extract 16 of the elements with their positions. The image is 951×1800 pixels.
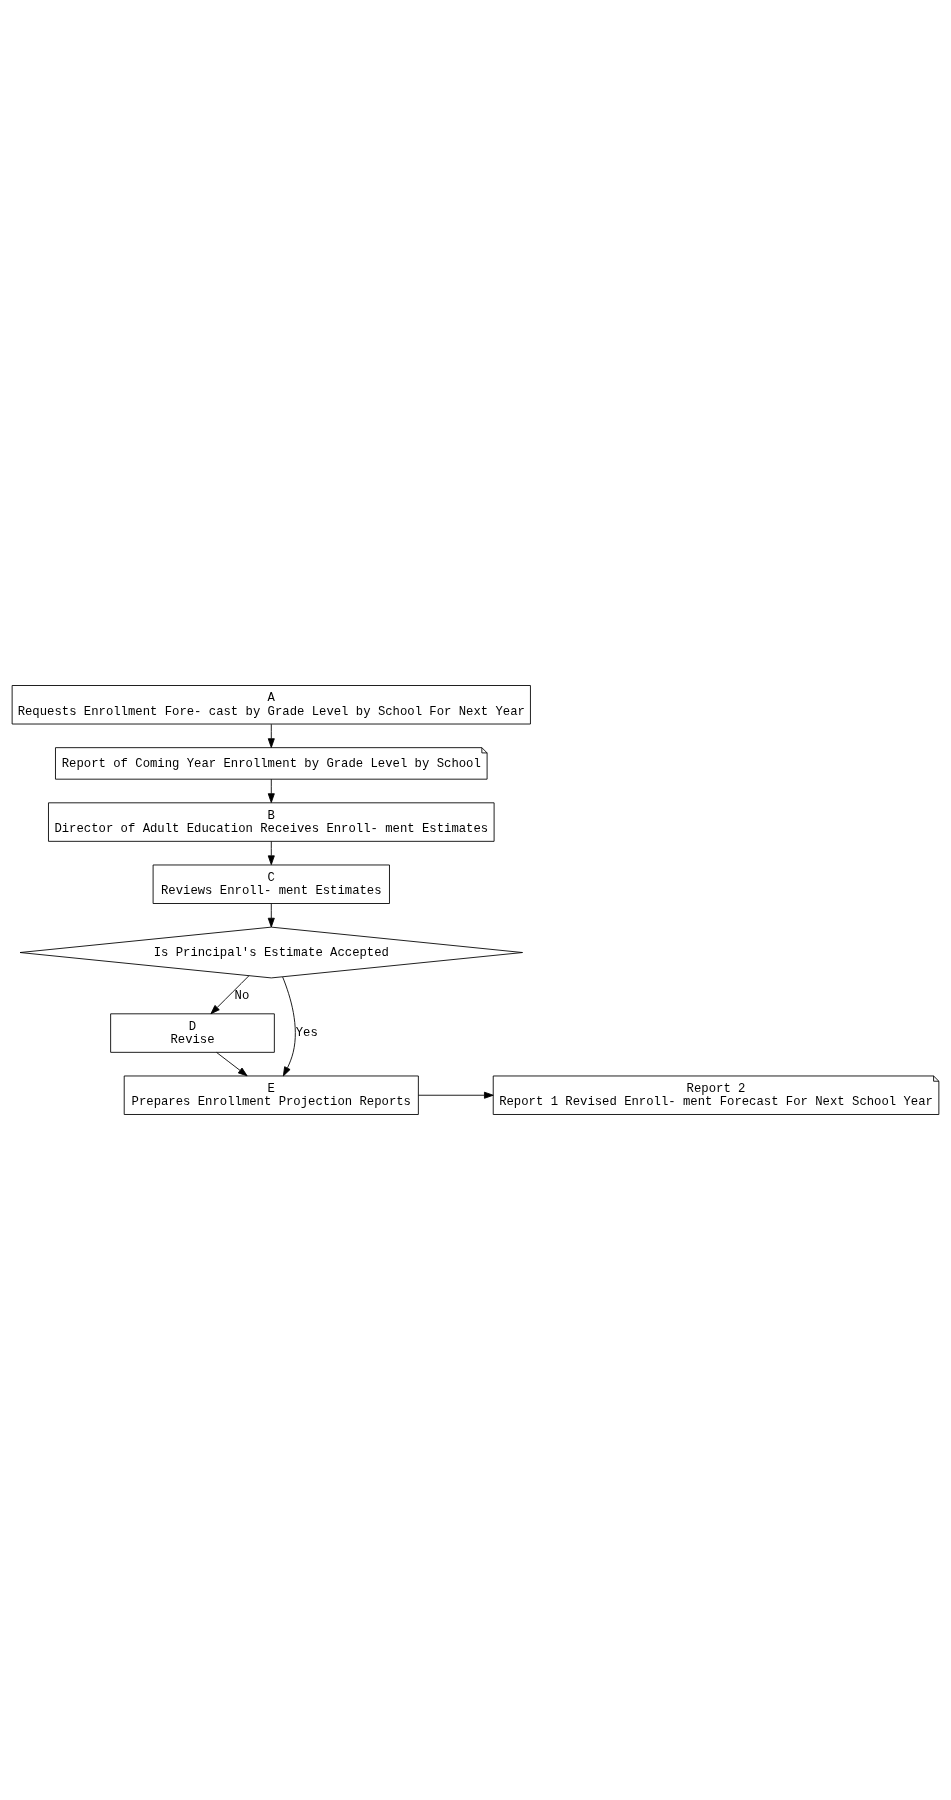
arrow: [267, 903, 275, 928]
node-box: C Reviews Enroll- ment Estimates: [152, 864, 390, 904]
node-box: B Director of Adult Education Receives Enroll- ment Estimates: [48, 802, 495, 842]
edge-label: Yes: [295, 1026, 318, 1041]
edge-label: No: [234, 989, 250, 1004]
arrow: [267, 840, 275, 866]
arrow: [210, 975, 250, 1015]
arrow: [282, 976, 296, 1077]
node-box: E Prepares Enrollment Projection Reports: [123, 1075, 419, 1115]
node-diamond: Is Principal's Estimate Accepted: [19, 926, 523, 979]
node-box: D Revise: [110, 1013, 275, 1053]
node-box: A Requests Enrollment Fore- cast by Grade Level by School For Next Year: [11, 685, 531, 725]
arrow: [267, 778, 275, 803]
arrow: [418, 1091, 494, 1099]
arrow: [216, 1051, 248, 1077]
arrow: [267, 723, 275, 748]
